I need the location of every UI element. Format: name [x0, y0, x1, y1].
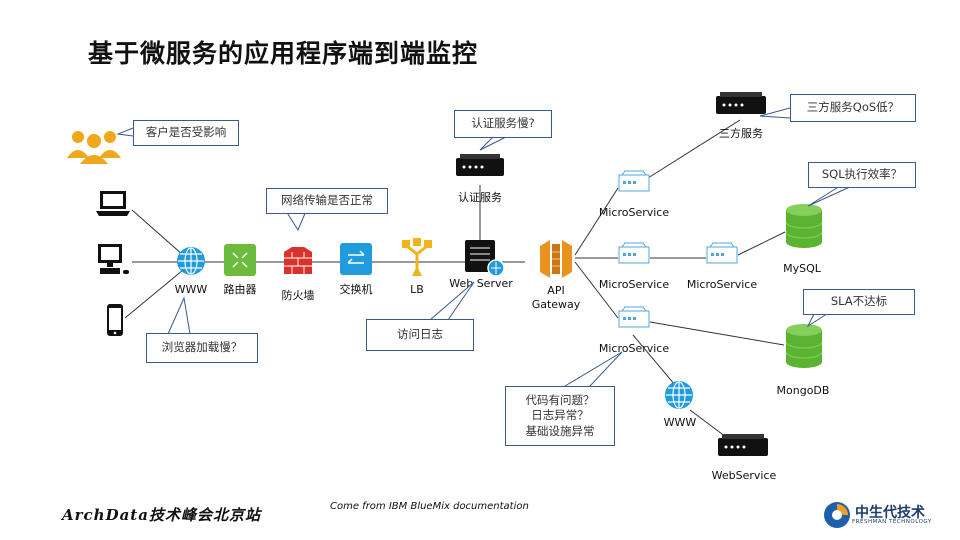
callout-code-line1: 代码有问题？ [525, 392, 595, 407]
link-gw-ms-low [574, 261, 619, 319]
link-ms2-mysql [737, 231, 786, 256]
auth-service-server-icon [456, 154, 504, 176]
callout-sql: SQL执行效率？ [808, 162, 916, 188]
webservice-server-icon [718, 434, 768, 456]
callout-third-party: 三方服务QoS低？ [790, 94, 916, 122]
callout-auth: 认证服务慢? [454, 110, 552, 138]
callout-sla: SLA不达标 [803, 289, 915, 315]
www-bottom-label: WWW [663, 416, 697, 429]
web-server-label: Web Server [449, 277, 513, 290]
mongodb-label: MongoDB [776, 384, 830, 397]
www-globe-bottom-icon [665, 381, 693, 409]
callout-access-log: 访问日志 [366, 319, 474, 351]
link-ms-www2 [632, 334, 676, 386]
microservice-mid-label: MicroService [598, 278, 670, 291]
desktop-icon [98, 244, 129, 274]
www-globe-icon [177, 247, 205, 275]
callout-network: 网络传输是否正常 [266, 188, 388, 214]
router-icon [224, 244, 256, 276]
api-gateway-icon [540, 240, 572, 278]
link-laptop-www [131, 209, 184, 256]
callout-browser: 浏览器加载慢？ [146, 333, 258, 363]
logo-text: 中生代技术 [855, 505, 925, 521]
switch-icon [340, 243, 372, 275]
laptop-icon [96, 191, 130, 216]
users-group-icon [67, 131, 121, 164]
microservice-low-label: MicroService [598, 342, 670, 355]
webservice-label: WebService [711, 469, 777, 482]
mongodb-database-icon [785, 324, 823, 368]
auth-service-label: 认证服务 [458, 191, 502, 204]
mysql-label: MySQL [783, 262, 821, 275]
callout-code-line3: 基础设施异常 [525, 423, 595, 438]
third-party-label: 三方服务 [719, 127, 763, 140]
microservice-low-icon [618, 306, 650, 328]
switch-label: 交换机 [339, 283, 373, 296]
microservice-mid2-label: MicroService [686, 278, 758, 291]
firewall-label: 防火墙 [281, 289, 315, 302]
callout-code-line2: 日志异常？ [531, 408, 589, 423]
microservice-top-icon [618, 170, 650, 192]
mysql-database-icon [785, 204, 823, 248]
mobile-phone-icon [107, 304, 123, 336]
router-label: 路由器 [223, 283, 257, 296]
microservice-mid2-icon [706, 242, 738, 264]
link-phone-www [124, 269, 184, 319]
web-server-icon [465, 240, 505, 277]
load-balancer-icon [402, 238, 432, 276]
www-left-label: WWW [174, 283, 208, 296]
page-title: 基于微服务的应用程序端到端监控 [88, 39, 479, 68]
callout-customer: 客户是否受影响 [133, 120, 239, 146]
lb-label: LB [410, 283, 424, 296]
microservice-top-label: MicroService [598, 206, 670, 219]
firewall-icon [284, 247, 312, 274]
logo-subtext: FRESHMAN TECHNOLOGY [852, 519, 932, 525]
footer-source: Come from IBM BlueMix documentation [330, 501, 529, 512]
footer-brand: ArchData技术峰会北京站 [62, 506, 261, 524]
microservice-mid-icon [618, 242, 650, 264]
link-ms-third [647, 119, 741, 179]
callout-code-issues: 代码有问题？ 日志异常？ 基础设施异常 [505, 386, 615, 446]
freshman-logo-icon [824, 502, 850, 528]
api-gateway-label: API Gateway [531, 284, 581, 312]
third-party-server-icon [716, 92, 766, 114]
link-gw-ms-top [574, 187, 619, 256]
link-ms-mongo [649, 321, 785, 346]
